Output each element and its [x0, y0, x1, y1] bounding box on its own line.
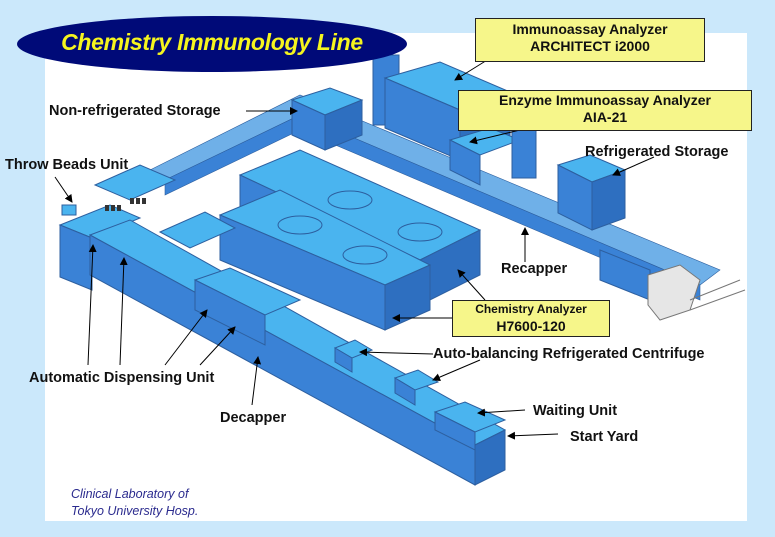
label-waiting-unit: Waiting Unit — [533, 403, 618, 419]
callout-architect-line1: Immunoassay Analyzer — [512, 21, 668, 37]
credit-line2: Tokyo University Hosp. — [71, 504, 199, 518]
arrow-aia — [469, 129, 521, 145]
arrow-adu-2 — [119, 257, 128, 366]
chemistry-analyzer-h7600-unit — [218, 149, 482, 331]
callout-chemistry-analyzer: Chemistry Analyzer H7600-120 — [452, 300, 610, 337]
right-end-module — [599, 249, 746, 321]
arrow-centrifuge-1 — [359, 348, 434, 357]
arrow-chem-1 — [457, 269, 486, 301]
refrigerated-storage-unit — [556, 154, 627, 231]
arrow-adu-1 — [87, 244, 97, 366]
label-start-yard: Start Yard — [570, 429, 639, 445]
callout-aia-21: Enzyme Immunoassay Analyzer AIA-21 — [458, 90, 752, 131]
page-title: Chemistry Immunology Line — [61, 29, 363, 55]
non-refrigerated-storage-unit — [290, 87, 364, 151]
label-non-refrigerated-storage: Non-refrigerated Storage — [49, 103, 221, 119]
arrow-waiting-unit — [477, 408, 526, 417]
callout-aia-line2: AIA-21 — [582, 109, 628, 125]
credit-line1: Clinical Laboratory of — [71, 487, 189, 501]
label-throw-beads-unit: Throw Beads Unit — [5, 157, 129, 173]
callout-aia-line1: Enzyme Immunoassay Analyzer — [499, 92, 711, 108]
arrow-start-yard — [507, 431, 559, 440]
arrow-throw-beads — [54, 176, 73, 203]
title-banner — [17, 16, 407, 72]
callout-chemistry-line1: Chemistry Analyzer — [475, 302, 587, 316]
label-automatic-dispensing-unit: Automatic Dispensing Unit — [29, 370, 215, 386]
label-decapper: Decapper — [220, 410, 287, 426]
arrow-adu-4 — [199, 326, 236, 366]
left-processing-block — [58, 164, 177, 291]
callout-arrows — [54, 56, 655, 440]
arrow-decapper — [251, 356, 262, 406]
label-centrifuge: Auto-balancing Refrigerated Centrifuge — [433, 346, 705, 362]
callout-architect-line2: ARCHITECT i2000 — [530, 38, 650, 54]
arrow-centrifuge-2 — [432, 359, 481, 381]
credit-text: Clinical Laboratory of Tokyo University … — [71, 486, 198, 520]
waiting-unit-start-yard — [433, 401, 507, 451]
label-refrigerated-storage: Refrigerated Storage — [585, 144, 729, 160]
arrow-adu-3 — [164, 309, 208, 366]
arrow-refrigerated-storage — [612, 156, 655, 176]
callout-architect-i2000: Immunoassay Analyzer ARCHITECT i2000 — [475, 18, 705, 62]
label-recapper: Recapper — [501, 261, 568, 277]
callout-chemistry-line2: H7600-120 — [496, 318, 566, 334]
